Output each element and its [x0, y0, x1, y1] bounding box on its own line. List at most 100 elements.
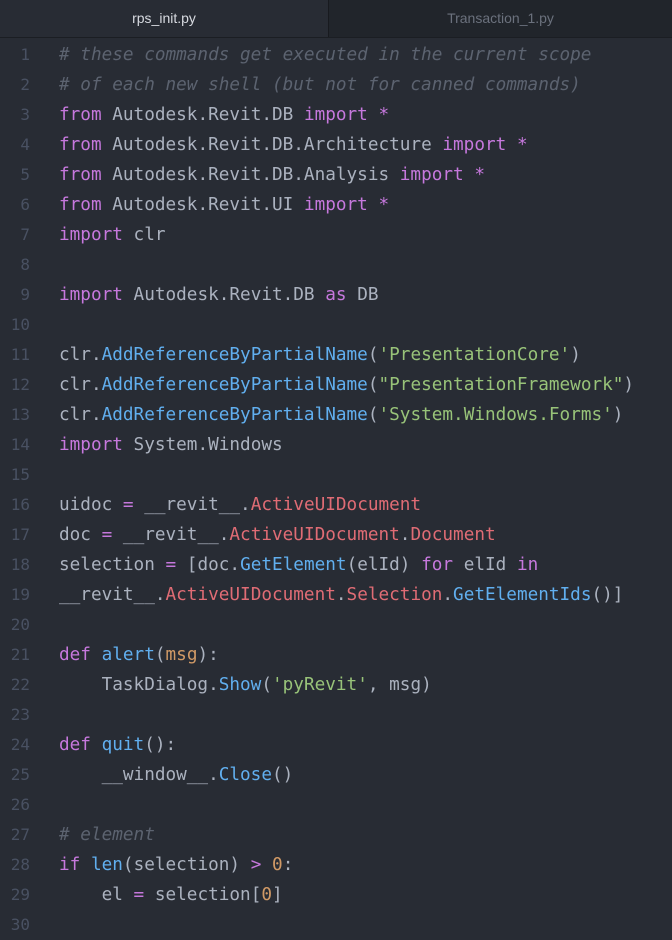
- code-token-plain: System.Windows: [122, 435, 283, 455]
- code-token-plain: [261, 855, 272, 875]
- code-line[interactable]: 11 clr.AddReferenceByPartialName('Present…: [0, 340, 672, 370]
- code-token-keyword: >: [250, 855, 262, 875]
- code-line[interactable]: 23: [0, 700, 672, 730]
- line-code: __revit__.ActiveUIDocument.Selection.Get…: [59, 580, 623, 610]
- line-number: 12: [10, 375, 30, 394]
- line-code: import clr: [59, 220, 166, 250]
- code-token-plain: (: [154, 645, 166, 665]
- code-token-keyword: import: [59, 225, 123, 245]
- code-token-plain: [80, 855, 91, 875]
- code-token-plain: __revit__.: [133, 495, 251, 515]
- line-number: 27: [10, 825, 30, 844]
- code-token-plain: __revit__.: [59, 585, 166, 605]
- code-token-plain: clr: [122, 225, 166, 245]
- line-number: 4: [20, 135, 30, 154]
- tab-bar: rps_init.py Transaction_1.py: [0, 0, 672, 38]
- code-line[interactable]: 27# element: [0, 820, 672, 850]
- line-code: clr.AddReferenceByPartialName('System.Wi…: [59, 400, 623, 430]
- code-token-plain: doc: [59, 525, 102, 545]
- code-token-keyword: def: [59, 735, 91, 755]
- code-line[interactable]: 4 from Autodesk.Revit.DB.Architecture imp…: [0, 130, 672, 160]
- code-token-keyword: in: [516, 555, 539, 575]
- code-token-plain: __window__.: [59, 765, 219, 785]
- code-line[interactable]: 8: [0, 250, 672, 280]
- code-token-keyword: import: [59, 285, 123, 305]
- code-token-property: Document: [410, 525, 496, 545]
- line-number: 30: [10, 915, 30, 934]
- line-code: el = selection[0]: [59, 880, 283, 910]
- code-token-keyword: *: [516, 135, 528, 155]
- tab-rps-init[interactable]: rps_init.py: [0, 0, 328, 37]
- code-token-string: 'PresentationCore': [378, 345, 571, 365]
- code-token-plain: Autodesk.Revit.DB.Analysis: [101, 165, 400, 185]
- code-line[interactable]: 26: [0, 790, 672, 820]
- line-code: __window__.Close(): [59, 760, 294, 790]
- line-code: def quit():: [59, 730, 176, 760]
- line-code: clr.AddReferenceByPartialName('Presentat…: [59, 340, 581, 370]
- line-number: 25: [10, 765, 30, 784]
- code-editor[interactable]: 1# these commands get executed in the cu…: [0, 38, 672, 940]
- code-token-keyword: import: [442, 135, 507, 155]
- code-line[interactable]: 22 TaskDialog.Show('pyRevit', msg): [0, 670, 672, 700]
- code-line[interactable]: 19 __revit__.ActiveUIDocument.Selection.G…: [0, 580, 672, 610]
- line-number: 28: [10, 855, 30, 874]
- code-token-keyword: as: [325, 285, 347, 305]
- code-token-function: Show: [218, 675, 262, 695]
- code-line[interactable]: 10: [0, 310, 672, 340]
- code-token-keyword: import: [303, 105, 368, 125]
- code-token-plain: Autodesk.Revit.DB: [101, 105, 304, 125]
- tab-transaction[interactable]: Transaction_1.py: [328, 0, 672, 37]
- code-line[interactable]: 25 __window__.Close(): [0, 760, 672, 790]
- code-token-function: GetElementIds: [453, 585, 592, 605]
- line-code: doc = __revit__.ActiveUIDocument.Documen…: [59, 520, 496, 550]
- code-token-plain: (: [367, 345, 379, 365]
- line-number: 22: [10, 675, 30, 694]
- line-number: 6: [20, 195, 30, 214]
- code-token-keyword: def: [59, 645, 91, 665]
- line-code: from Autodesk.Revit.DB.Architecture impo…: [59, 130, 528, 160]
- line-number: 11: [10, 345, 30, 364]
- code-token-keyword: =: [101, 525, 113, 545]
- code-line[interactable]: 2# of each new shell (but not for canned…: [0, 70, 672, 100]
- line-number: 24: [10, 735, 30, 754]
- code-token-plain: ): [612, 405, 624, 425]
- code-token-plain: ): [570, 345, 581, 365]
- line-number: 14: [10, 435, 30, 454]
- code-line[interactable]: 29 el = selection[0]: [0, 880, 672, 910]
- code-token-property: Selection: [346, 585, 443, 605]
- code-token-plain: ():: [144, 735, 177, 755]
- line-number: 20: [10, 615, 30, 634]
- code-token-plain: [doc.: [176, 555, 241, 575]
- code-token-property: ActiveUIDocument: [250, 495, 422, 515]
- code-token-plain: DB: [346, 285, 379, 305]
- code-token-function: AddReferenceByPartialName: [101, 375, 368, 395]
- line-number: 21: [10, 645, 30, 664]
- code-token-plain: clr.: [59, 345, 102, 365]
- line-number: 19: [10, 585, 30, 604]
- code-line[interactable]: 24 def quit():: [0, 730, 672, 760]
- code-line[interactable]: 15: [0, 460, 672, 490]
- line-number: 10: [10, 315, 30, 334]
- code-token-function: quit: [101, 735, 145, 755]
- code-token-plain: [91, 645, 102, 665]
- code-token-plain: , msg): [367, 675, 432, 695]
- code-line[interactable]: 1# these commands get executed in the cu…: [0, 40, 672, 70]
- line-code: # these commands get executed in the cur…: [59, 40, 591, 70]
- code-line[interactable]: 20: [0, 610, 672, 640]
- code-token-plain: el: [59, 885, 134, 905]
- line-number: 2: [20, 75, 30, 94]
- code-line[interactable]: 30: [0, 910, 672, 940]
